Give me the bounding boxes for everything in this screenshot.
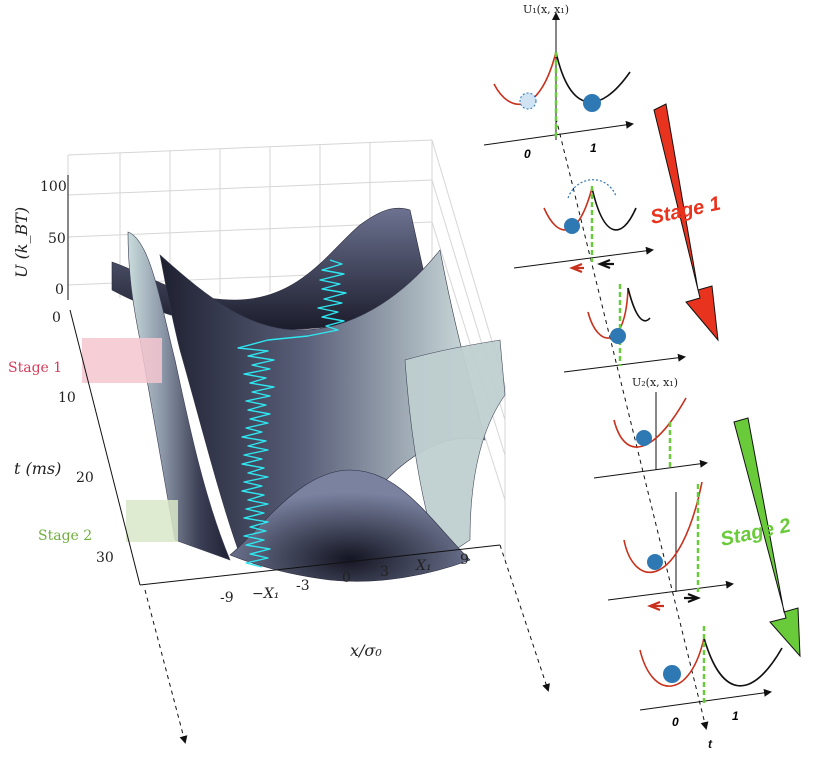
particle xyxy=(636,430,652,446)
particle xyxy=(583,94,601,112)
schematic-panel-1: U₁(x, x₁) 0 1 xyxy=(483,3,634,161)
x-axis-line xyxy=(139,544,501,586)
axis-tick-0-bottom: 0 xyxy=(672,715,679,729)
surface-plot: 100 50 0 U (k_BT) 0 10 20 30 t (ms) Stag… xyxy=(8,139,550,744)
t-axis-extension xyxy=(144,589,188,744)
schematic-panel: t U₁(x, x₁) 0 1 xyxy=(483,3,801,751)
t-axis-line xyxy=(69,309,141,586)
stage2-label: Stage 2 xyxy=(38,528,92,544)
axis-tick-1-bottom: 1 xyxy=(732,709,739,723)
z-tick-0: 0 xyxy=(55,282,64,298)
right-pointing-arrow-black xyxy=(684,592,701,604)
t-tick-20: 20 xyxy=(76,470,94,486)
z-axis-label: U (k_BT) xyxy=(12,207,31,278)
time-label: t xyxy=(708,737,713,751)
schematic-panel-2 xyxy=(513,179,654,274)
left-pointing-arrow-black xyxy=(597,258,614,270)
stage2-arrow: Stage 2 xyxy=(718,417,801,658)
schematic-panel-5 xyxy=(607,481,734,612)
x-tick-2: −X₁ xyxy=(252,586,279,602)
particle xyxy=(564,218,580,234)
stage1-band xyxy=(82,338,162,383)
t-tick-0: 0 xyxy=(52,310,61,326)
potential2-label: U₂(x, x₁) xyxy=(632,376,678,389)
time-axis xyxy=(555,117,709,730)
schematic-panel-3 xyxy=(563,284,686,373)
schematic-panel-4: U₂(x, x₁) xyxy=(593,376,708,479)
x-tick-5: 3 xyxy=(380,564,389,580)
potential-surface-right-wall xyxy=(404,339,506,561)
z-tick-100: 100 xyxy=(40,179,67,195)
t-axis-label: t (ms) xyxy=(14,459,61,478)
ghost-particle xyxy=(519,92,537,110)
axis-tick-1-top: 1 xyxy=(590,141,597,155)
t-tick-10: 10 xyxy=(58,390,76,406)
stage2-text: Stage 2 xyxy=(718,515,792,551)
left-pointing-arrow-red xyxy=(569,262,584,274)
potential-surface-left-wall xyxy=(127,231,231,561)
potential1-label: U₁(x, x₁) xyxy=(523,3,569,16)
x-tick-1: -9 xyxy=(220,590,234,606)
t-tick-30: 30 xyxy=(96,550,114,566)
particle xyxy=(610,328,626,344)
stage1-label: Stage 1 xyxy=(8,360,62,376)
x-axis-label: x/σ₀ xyxy=(350,641,382,660)
x-tick-6: X₁ xyxy=(415,558,432,574)
x-tick-3: -3 xyxy=(296,578,310,594)
z-tick-50: 50 xyxy=(48,231,66,247)
particle xyxy=(663,665,681,683)
left-pointing-arrow-red xyxy=(647,600,664,612)
potential-surface-front xyxy=(229,469,471,582)
x-tick-7: 9 xyxy=(460,552,469,568)
particle xyxy=(647,554,663,570)
x-tick-4: 0 xyxy=(342,570,351,586)
axis-tick-0-top: 0 xyxy=(524,147,531,161)
particle-trajectory xyxy=(237,259,347,568)
stage2-band xyxy=(126,500,178,542)
x-axis-extension xyxy=(499,544,550,692)
schematic-panel-6: 0 1 xyxy=(639,626,783,729)
stage1-arrow: Stage 1 xyxy=(648,103,723,342)
